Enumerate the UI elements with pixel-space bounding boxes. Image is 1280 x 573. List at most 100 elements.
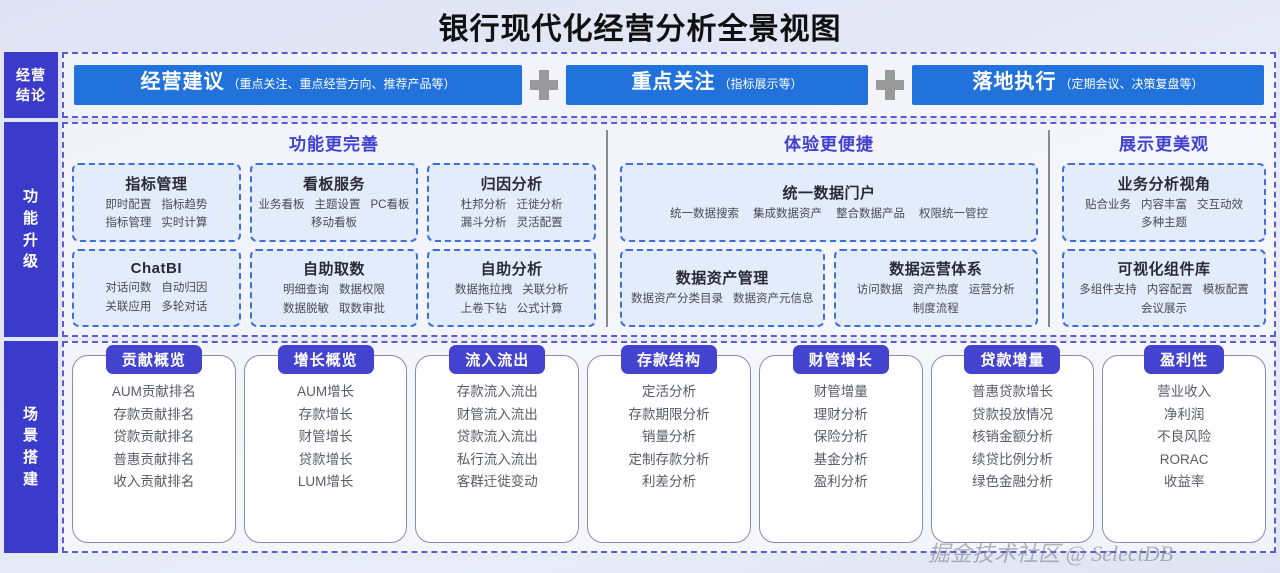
page-title: 银行现代化经营分析全景视图 — [438, 13, 842, 46]
scenario-card-pill[interactable]: 贷款增量 — [964, 345, 1061, 374]
function-box-tags: 统一数据搜索 集成数据资产 整合数据产品 权限统一管控 — [670, 206, 988, 223]
function-box-title: 可视化组件库 — [1117, 261, 1211, 279]
scenario-item: 收入贡献排名 — [113, 474, 195, 490]
scenario-card[interactable]: 盈利性 营业收入 净利润 不良风险 RORAC 收益率 — [1102, 345, 1267, 543]
function-box[interactable]: 可视化组件库 多组件支持 内容配置 模板配置 会议展示 — [1062, 248, 1266, 327]
conclusion-bar[interactable]: 重点关注 （指标展示等） — [566, 65, 868, 105]
scenario-item: 财管流入流出 — [456, 406, 538, 422]
scenario-item: 基金分析 — [813, 451, 868, 467]
band-label-line: 景 — [22, 427, 39, 445]
function-tag: 数据资产元信息 — [733, 293, 814, 306]
function-column-heading: 展示更美观 — [1119, 135, 1209, 154]
scenario-item: 普惠贡献排名 — [113, 451, 195, 467]
scenario-item: 定制存款分析 — [628, 451, 710, 467]
scenario-item: 利差分析 — [642, 474, 697, 490]
scenario-card[interactable]: 增长概览 AUM增长 存款增长 财管增长 贷款增长 LUM增长 — [243, 345, 408, 543]
scenario-item: 贷款贡献排名 — [113, 429, 195, 445]
function-tag: 灵活配置 — [516, 217, 563, 230]
scenario-item: 财管增长 — [298, 429, 353, 445]
scenario-card-pill[interactable]: 存款结构 — [621, 345, 718, 374]
function-tag: 资产热度 — [912, 284, 959, 297]
function-tag: 贴合业务 — [1085, 198, 1131, 211]
function-tag: 数据资产分类目录 — [631, 293, 723, 306]
scenario-card[interactable]: 流入流出 存款流入流出 财管流入流出 贷款流入流出 私行流入流出 客群迁徙变动 — [415, 345, 580, 543]
conclusion-bar[interactable]: 经营建议 （重点关注、重点经营方向、推荐产品等） — [74, 65, 522, 105]
function-box-tags: 业务看板 主题设置 PC看板 移动看板 — [257, 197, 411, 232]
conclusion-bar-title: 重点关注 — [631, 71, 716, 93]
scenario-item: 营业收入 — [1157, 384, 1212, 399]
band-label-line: 级 — [22, 253, 39, 271]
function-rows: 指标管理 即时配置 指标趋势 指标管理 实时计算 看板服务 业务看板 — [72, 163, 597, 327]
band-label-line: 功 — [22, 188, 39, 205]
function-tag: 内容丰富 — [1141, 198, 1187, 211]
function-row: ChatBI 对话问数 自动归因 关联应用 多轮对话 自助取数 明细查 — [72, 248, 597, 327]
scenario-item: RORAC — [1159, 451, 1209, 467]
scenario-card-pill[interactable]: 流入流出 — [449, 345, 546, 374]
scenario-card[interactable]: 存款结构 定活分析 存款期限分析 销量分析 定制存款分析 利差分析 — [587, 345, 751, 543]
scenario-card[interactable]: 财管增长 财管增量 理财分析 保险分析 基金分析 盈利分析 — [758, 345, 923, 543]
function-tag: 业务看板 — [258, 198, 305, 211]
scenario-item: 贷款流入流出 — [456, 429, 538, 445]
function-tag: 关联分析 — [522, 284, 569, 297]
function-tag: 数据权限 — [339, 284, 385, 297]
scenario-item: 不良风险 — [1157, 429, 1212, 445]
conclusion-bar-title: 落地执行 — [972, 71, 1057, 93]
function-row: 统一数据门户 统一数据搜索 集成数据资产 整合数据产品 权限统一管控 — [620, 163, 1038, 242]
scenario-card-items: 存款流入流出 财管流入流出 贷款流入流出 私行流入流出 客群迁徙变动 — [457, 378, 538, 493]
band-function-upgrade: 功 能 升 级 功能更完善 指标管理 即时配置 指标趋势 指标管理 实 — [4, 122, 1276, 337]
function-tag: 数据拖拉拽 — [454, 284, 513, 297]
scenario-card-items: 财管增量 理财分析 保险分析 基金分析 盈利分析 — [814, 378, 868, 493]
function-box-title: 自助分析 — [480, 261, 543, 279]
function-tag: 访问数据 — [856, 284, 903, 297]
scenario-card-pill[interactable]: 增长概览 — [277, 345, 374, 374]
function-box[interactable]: 看板服务 业务看板 主题设置 PC看板 移动看板 — [249, 163, 419, 242]
band-body-conclusion: 经营建议 （重点关注、重点经营方向、推荐产品等） 重点关注 （指标展示等） 落地… — [62, 52, 1276, 118]
function-column-heading: 体验更便捷 — [784, 135, 874, 154]
band-label-line: 搭 — [22, 449, 39, 466]
scenario-item: AUM贡献排名 — [111, 384, 196, 399]
function-tag: 公式计算 — [516, 302, 563, 315]
function-tag: 自动归因 — [161, 282, 208, 295]
scenario-item: 贷款投放情况 — [971, 406, 1053, 422]
band-scenario-building: 场 景 搭 建 贡献概览 AUM贡献排名 存款贡献排名 贷款贡献排名 普惠贡献排… — [4, 341, 1276, 553]
conclusion-row: 经营建议 （重点关注、重点经营方向、推荐产品等） 重点关注 （指标展示等） 落地… — [64, 54, 1274, 116]
function-box[interactable]: 数据运营体系 访问数据 资产热度 运营分析 制度流程 — [833, 248, 1038, 327]
scenario-item: 净利润 — [1163, 406, 1205, 422]
function-columns: 功能更完善 指标管理 即时配置 指标趋势 指标管理 实时计算 — [64, 124, 1274, 335]
function-tag: 明细查询 — [283, 284, 329, 297]
scenario-item: AUM增长 — [297, 384, 355, 399]
function-box[interactable]: 数据资产管理 数据资产分类目录 数据资产元信息 — [620, 248, 825, 327]
conclusion-bar[interactable]: 落地执行 （定期会议、决策复盘等） — [912, 65, 1264, 105]
function-box[interactable]: 归因分析 杜邦分析 迁徙分析 漏斗分析 灵活配置 — [427, 163, 597, 242]
function-box-title: 自助取数 — [303, 261, 366, 279]
scenario-card[interactable]: 贷款增量 普惠贷款增长 贷款投放情况 核销金额分析 续贷比例分析 绿色金融分析 — [930, 345, 1095, 543]
function-tag: 权限统一管控 — [919, 207, 988, 220]
band-body-scenario-building: 贡献概览 AUM贡献排名 存款贡献排名 贷款贡献排名 普惠贡献排名 收入贡献排名… — [62, 341, 1276, 553]
scenario-item: 收益率 — [1163, 474, 1205, 490]
function-box[interactable]: ChatBI 对话问数 自动归因 关联应用 多轮对话 — [72, 248, 241, 327]
function-box[interactable]: 指标管理 即时配置 指标趋势 指标管理 实时计算 — [72, 163, 241, 242]
function-tag: 杜邦分析 — [460, 198, 507, 211]
band-label-line: 场 — [22, 405, 39, 423]
function-box[interactable]: 自助取数 明细查询 数据权限 数据脱敏 取数审批 — [249, 248, 419, 327]
scenario-card[interactable]: 贡献概览 AUM贡献排名 存款贡献排名 贷款贡献排名 普惠贡献排名 收入贡献排名 — [72, 345, 236, 543]
function-box[interactable]: 业务分析视角 贴合业务 内容丰富 交互动效 多种主题 — [1062, 163, 1266, 242]
function-tag: 多种主题 — [1141, 217, 1187, 230]
conclusion-bar-subtitle: （指标展示等） — [718, 77, 803, 91]
function-box[interactable]: 统一数据门户 统一数据搜索 集成数据资产 整合数据产品 权限统一管控 — [620, 163, 1038, 242]
function-tag: 统一数据搜索 — [670, 207, 739, 220]
scenario-item: 普惠贷款增长 — [971, 384, 1053, 399]
scenario-item: 存款增长 — [298, 406, 353, 422]
function-box-title: 统一数据门户 — [782, 184, 876, 202]
scenario-item: 核销金额分析 — [971, 429, 1053, 445]
function-tag: 迁徙分析 — [516, 198, 563, 211]
function-box-tags: 明细查询 数据权限 数据脱敏 取数审批 — [257, 282, 411, 317]
function-box-tags: 杜邦分析 迁徙分析 漏斗分析 灵活配置 — [435, 197, 589, 232]
function-box[interactable]: 自助分析 数据拖拉拽 关联分析 上卷下钻 公式计算 — [427, 248, 597, 327]
scenario-card-pill[interactable]: 贡献概览 — [105, 345, 202, 374]
scenario-card-pill[interactable]: 盈利性 — [1144, 345, 1225, 374]
scenario-card-pill[interactable]: 财管增长 — [792, 345, 889, 374]
scenario-item: 存款流入流出 — [456, 384, 538, 399]
band-label-line: 结论 — [16, 87, 46, 103]
function-tag: 多组件支持 — [1079, 284, 1137, 297]
